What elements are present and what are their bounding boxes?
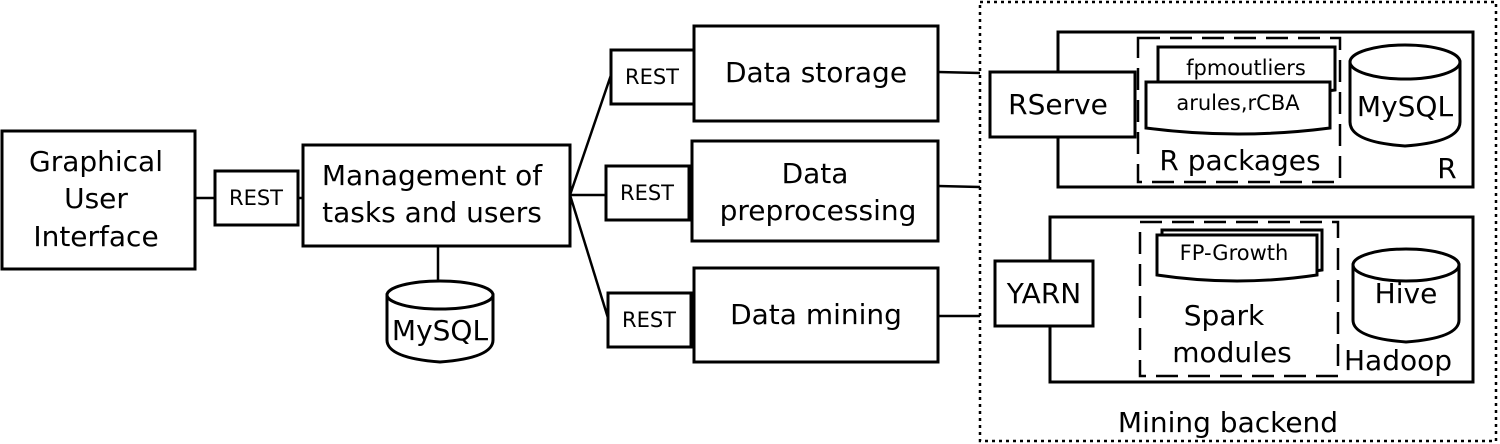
gui-label-line1: Graphical	[29, 145, 163, 178]
rest-label: REST	[622, 308, 676, 332]
r-mysql-label: MySQL	[1357, 90, 1454, 123]
gui-label-line3: Interface	[33, 220, 158, 253]
hive-database-icon: Hive	[1351, 247, 1461, 344]
connector-to-rest-storage	[568, 74, 613, 196]
spark-modules-label-line2: modules	[1172, 336, 1292, 369]
gui-box: Graphical User Interface	[0, 129, 197, 271]
management-label-line1: Management of	[322, 159, 543, 192]
management-label-line2: tasks and users	[322, 196, 542, 229]
hadoop-environment: Hadoop YARN FP-Growth Spark modules Hive	[993, 215, 1475, 384]
mysql-label: MySQL	[392, 314, 489, 347]
fp-growth-label: FP-Growth	[1180, 241, 1289, 265]
hive-label: Hive	[1375, 277, 1438, 310]
package-fpmoutliers-label: fpmoutliers	[1186, 56, 1306, 80]
rest-box-preprocessing: REST	[604, 164, 691, 222]
data-storage-label: Data storage	[725, 56, 907, 89]
data-preprocessing-label-line2: preprocessing	[720, 194, 917, 227]
package-doc-icon	[1144, 80, 1332, 136]
spark-modules-label-line1: Spark	[1184, 299, 1265, 332]
data-preprocessing-label-line1: Data	[782, 157, 849, 190]
rest-label: REST	[625, 65, 679, 89]
rserve-box: RServe	[988, 70, 1137, 139]
yarn-box: YARN	[993, 259, 1095, 328]
data-mining-label: Data mining	[730, 298, 902, 331]
rest-label: REST	[620, 181, 674, 205]
connector-storage-backend	[937, 70, 981, 75]
package-arules-label: arules,rCBA	[1176, 91, 1300, 115]
mining-backend-container: Mining backend	[978, 0, 1498, 443]
connector-to-rest-mining	[568, 194, 610, 319]
rest-label: REST	[229, 186, 283, 210]
data-mining-box: Data mining	[692, 266, 940, 364]
spark-modules-group: FP-Growth Spark modules	[1138, 220, 1340, 378]
r-packages-group: fpmoutliers arules,rCBA R packages	[1136, 36, 1342, 184]
rest-box-management: REST	[213, 169, 300, 227]
connector-preprocessing-backend	[937, 184, 981, 189]
rserve-label: RServe	[1008, 88, 1108, 121]
management-box: Management of tasks and users	[301, 143, 572, 248]
r-env-label: R	[1437, 152, 1456, 185]
module-doc-icon	[1155, 233, 1319, 283]
data-storage-box: Data storage	[692, 24, 940, 123]
rest-box-mining: REST	[606, 291, 693, 349]
yarn-label: YARN	[1006, 277, 1081, 310]
rest-box-storage: REST	[609, 48, 696, 106]
mysql-database-icon: MySQL	[385, 279, 495, 364]
data-preprocessing-box: Data preprocessing	[690, 139, 940, 243]
r-environment: R RServe fpmoutliers arules,rCBA R packa…	[988, 30, 1475, 189]
hadoop-env-label: Hadoop	[1344, 344, 1452, 377]
mysql-database-icon: MySQL	[1348, 43, 1462, 148]
gui-label-line2: User	[64, 182, 128, 215]
r-packages-label: R packages	[1159, 144, 1320, 177]
mining-backend-label: Mining backend	[1118, 406, 1338, 439]
